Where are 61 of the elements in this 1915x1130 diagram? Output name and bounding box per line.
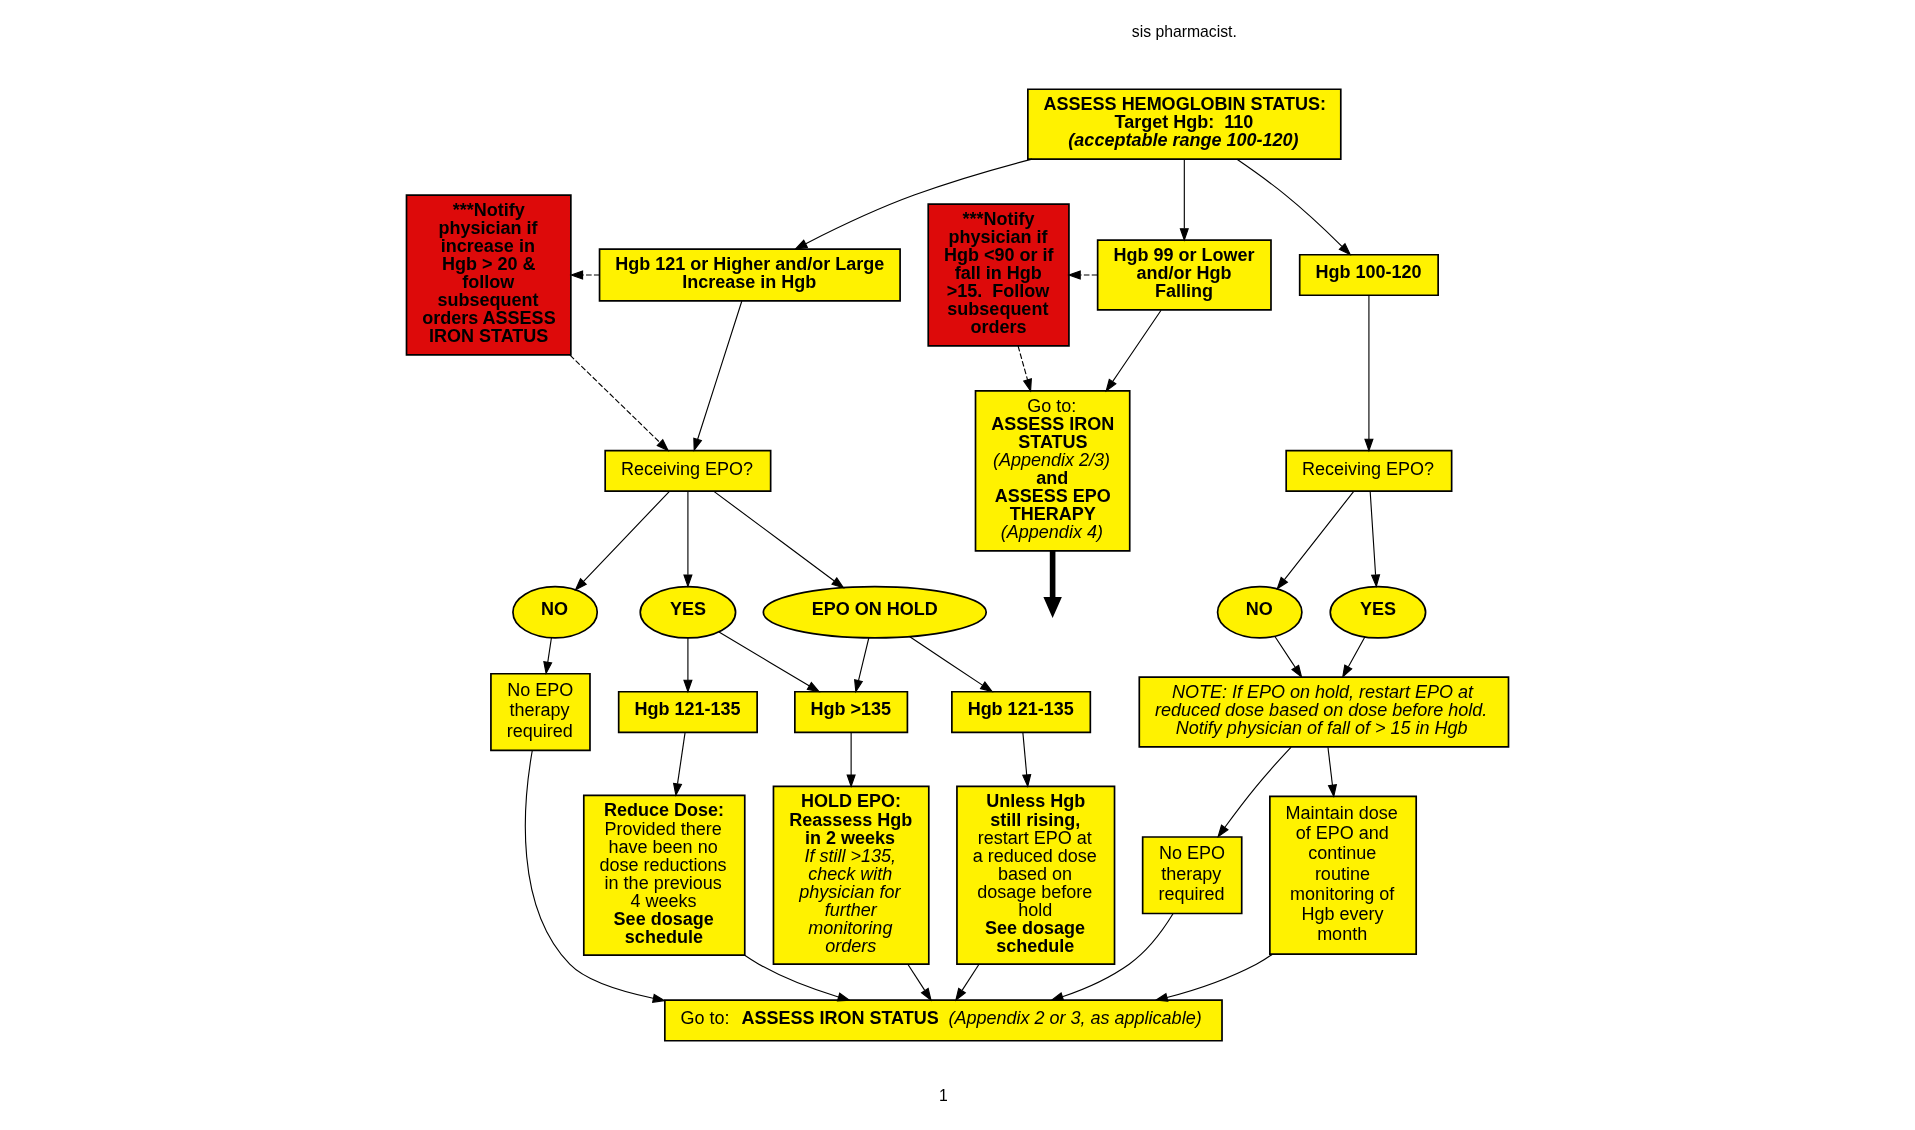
arrow: [1049, 913, 1174, 1002]
node-box: Hgb >135: [794, 690, 909, 734]
node-box: No EPO therapy required: [490, 672, 591, 752]
node-box: Go to: ASSESS IRON STATUS (Appendix 2/3) and ASSESS EPO THERAPY (Appendix 4): [974, 390, 1131, 552]
node-box: Receiving EPO?: [1285, 449, 1453, 492]
label: sis pharmacist.: [1131, 23, 1237, 41]
node-box: ***Notify physician if increase in Hgb > 20 & follow subsequent orders ASSESS IRON STATUS: [405, 194, 572, 356]
arrow: [1341, 636, 1366, 679]
node-ellipse: NO: [512, 585, 599, 639]
arrow: [1364, 294, 1374, 453]
arrow: [1369, 490, 1381, 589]
arrow: [1067, 270, 1098, 280]
node-box: Go to: ASSESS IRON STATUS (Appendix 2 or 3, as applicable): [664, 999, 1223, 1042]
node-box: HOLD EPO: Reassess Hgb in 2 weeks If still >135, check with physician for further monitoring orders: [772, 785, 930, 966]
arrow: [1327, 746, 1338, 798]
arrow: [543, 637, 553, 676]
arrow: [672, 732, 686, 797]
arrow: [907, 963, 932, 1002]
node-box: ***Notify physician if Hgb <90 or if fall in Hgb >15. Follow subsequent orders: [927, 203, 1070, 347]
arrow: [1179, 158, 1190, 242]
node-ellipse: YES: [1329, 585, 1427, 639]
arrow: [1043, 550, 1062, 619]
node-box: Reduce Dose: Provided there have been no dose reductions in the previous 4 weeks See dosage schedule: [582, 794, 746, 956]
node-box: NOTE: If EPO on hold, restart EPO at reduced dose based on dose before hold. Notify physician of fall of > 15 in Hgb: [1138, 676, 1510, 748]
node-box: Hgb 121-135: [617, 690, 758, 734]
arrow: [1105, 309, 1162, 393]
arrow: [569, 270, 601, 280]
node-box: Hgb 121 or Higher and/or Large Increase in Hgb: [598, 248, 901, 302]
node-box: Hgb 100-120: [1298, 253, 1439, 297]
arrow: [569, 354, 670, 452]
node-ellipse: EPO ON HOLD: [762, 585, 988, 639]
arrow: [1276, 490, 1355, 591]
arrow: [1021, 732, 1032, 788]
arrow: [683, 637, 693, 694]
node-ellipse: YES: [639, 585, 737, 639]
arrow: [1274, 635, 1303, 679]
arrow: [1154, 953, 1273, 1002]
arrow: [683, 490, 693, 589]
arrow: [524, 749, 667, 1003]
node-box: Hgb 121-135: [951, 690, 1092, 734]
node-box: ASSESS HEMOGLOBIN STATUS: Target Hgb: 110 (acceptable range 100-120): [1027, 88, 1342, 160]
arrow: [574, 490, 670, 591]
arrow: [908, 635, 994, 693]
node-box: Receiving EPO?: [604, 449, 772, 492]
arrow: [846, 732, 856, 788]
arrow: [693, 300, 743, 452]
arrow: [744, 954, 852, 1002]
node-box: Unless Hgb still rising, restart EPO at a reduced dose based on dosage before hold See dosage schedule: [956, 785, 1116, 966]
node-box: Hgb 99 or Lower and/or Hgb Falling: [1096, 239, 1272, 311]
node-box: Maintain dose of EPO and continue routine monitoring of Hgb every month: [1269, 795, 1418, 955]
arrow: [854, 637, 870, 694]
label: 1: [939, 1087, 948, 1105]
arrow: [1017, 345, 1032, 393]
node-box: No EPO therapy required: [1141, 836, 1243, 915]
arrow: [794, 158, 1033, 250]
arrow: [1236, 158, 1352, 256]
arrow: [1217, 746, 1292, 839]
arrow: [954, 963, 980, 1002]
arrow: [718, 631, 821, 693]
arrow: [713, 490, 845, 589]
node-ellipse: NO: [1216, 585, 1303, 639]
